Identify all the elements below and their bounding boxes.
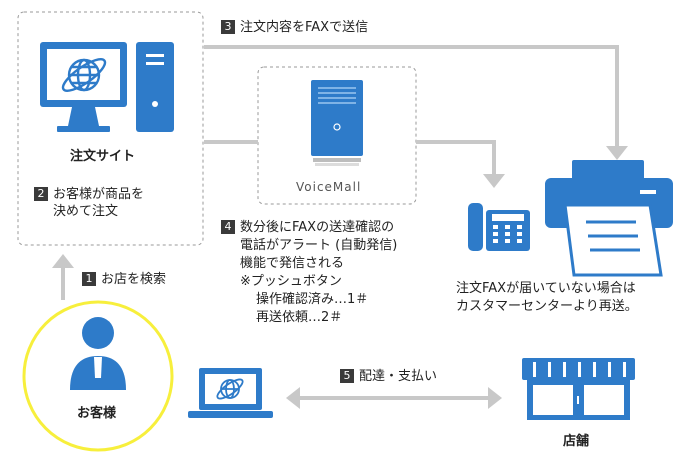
step-2-number: 2: [34, 187, 48, 201]
step-4-text-3: 機能で発信される: [240, 256, 345, 271]
fax-machine-icon: [545, 160, 673, 277]
step-5-text: 配達・支払い: [359, 369, 438, 384]
phone-icon: [468, 203, 530, 251]
arrow-customer-to-site: [52, 254, 74, 300]
step-1-number: 1: [82, 272, 96, 286]
voicemall-box: [257, 66, 417, 205]
site-label: 注文サイト: [70, 149, 136, 164]
step-5-number: 5: [340, 369, 354, 383]
step-4-text-5: 操作確認済み…1＃: [256, 292, 369, 307]
step-4-text-2: 電話がアラート (自動発信): [240, 238, 398, 253]
step-4-text-1: 数分後にFAXの送達確認の: [240, 220, 395, 235]
step-4-number: 4: [221, 220, 235, 234]
step-2-text-1: お客様が商品を: [53, 187, 145, 202]
step-5-label: 5 配達・支払い: [340, 368, 437, 385]
step-3-text: 注文内容をFAXで送信: [240, 20, 369, 35]
person-icon: [70, 317, 126, 390]
step-4-line-1: 4 数分後にFAXの送達確認の: [221, 219, 394, 236]
voicemall-label: VoiceMall: [296, 180, 362, 194]
step-3-number: 3: [221, 20, 235, 34]
server-icon: [311, 80, 363, 166]
fax-note-line1: 注文FAXが届いていない場合は: [456, 281, 636, 296]
arrow-delivery: [286, 387, 502, 409]
arrow-site-to-phone: [204, 140, 496, 176]
arrow-head-fax: [606, 146, 628, 160]
arrow-head-phone: [483, 174, 505, 188]
desktop-computer-icon: [40, 42, 174, 132]
step-2-line1: 2 お客様が商品を: [34, 186, 144, 203]
laptop-icon: [188, 368, 273, 418]
step-4-text-4: ※プッシュボタン: [240, 274, 342, 289]
step-1-label: 1 お店を検索: [82, 271, 166, 288]
step-2-text-2: 決めて注文: [53, 204, 119, 219]
store-label: 店舗: [563, 434, 590, 449]
customer-label: お客様: [77, 406, 117, 421]
arrow-site-to-fax: [204, 45, 619, 148]
step-4-text-6: 再送依頼…2＃: [256, 310, 343, 325]
site-box: [17, 11, 204, 246]
step-1-text: お店を検索: [101, 272, 167, 287]
store-icon: [522, 358, 635, 420]
step-3-label: 3 注文内容をFAXで送信: [221, 19, 368, 36]
fax-note-line2: カスタマーセンターより再送。: [456, 299, 638, 314]
